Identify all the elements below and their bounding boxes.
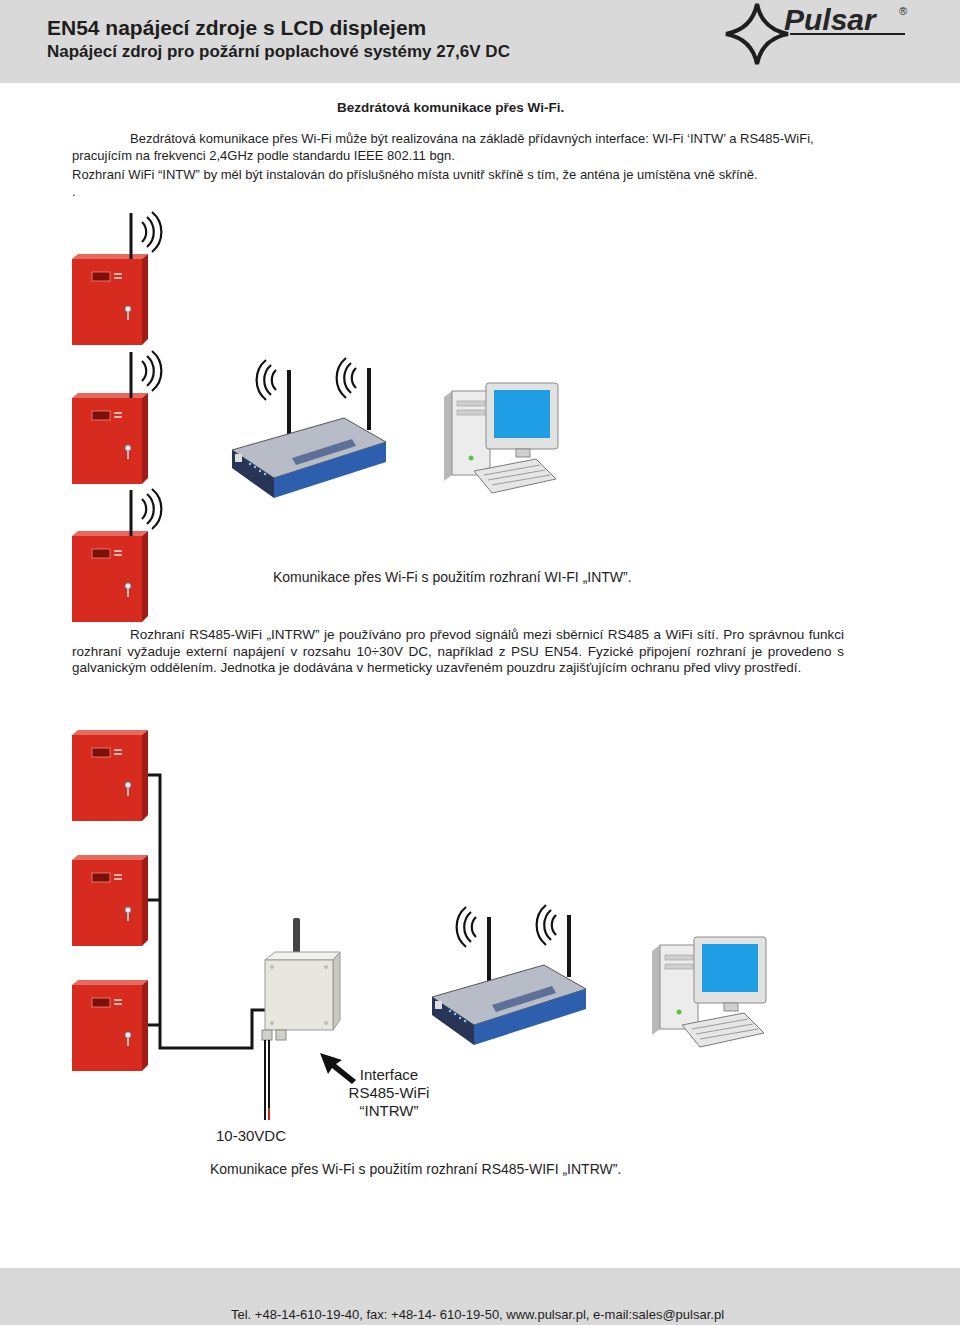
cabinet-antenna — [130, 490, 133, 536]
router-symbol — [432, 905, 586, 1045]
rs485-wire — [148, 899, 160, 902]
power-wire-red — [268, 1108, 270, 1120]
power-wire — [268, 1040, 270, 1108]
header-bar — [0, 0, 960, 83]
screw — [270, 1021, 274, 1025]
screw — [324, 965, 328, 969]
page-title: EN54 napájecí zdroje s LCD displejem — [47, 16, 426, 40]
intrw-cabinets — [72, 730, 148, 1071]
wifi-waves — [142, 489, 161, 529]
power-wire — [264, 1040, 266, 1120]
rs485-wire — [160, 1010, 265, 1048]
rs485-wire — [148, 775, 160, 1035]
footer-contact: Tel. +48-14-610-19-40, fax: +48-14- 610-… — [231, 1307, 724, 1323]
cabinet-symbol — [72, 730, 148, 821]
cabinet-symbol — [72, 531, 148, 622]
paragraph: Bezdrátová komunikace přes Wi-Fi může bý… — [72, 130, 847, 164]
paragraph: Rozhraní WiFi “INTW” by měl být instalov… — [72, 166, 847, 183]
router-symbol — [232, 358, 386, 498]
cabinet-symbol — [72, 980, 148, 1071]
registered-mark: ® — [899, 5, 907, 18]
cabinet-symbol — [72, 254, 148, 345]
rs485-wire — [148, 1024, 160, 1027]
subtitle: Napájecí zdroj pro požární poplachové sy… — [47, 42, 510, 62]
intrw-interface — [262, 918, 340, 1120]
voltage-label: 10-30VDC — [216, 1127, 286, 1145]
wifi-waves — [142, 351, 161, 391]
cabinet-antenna — [130, 213, 133, 259]
figure-caption: Komunikace přes Wi-Fi s použitím rozhran… — [210, 1161, 621, 1178]
screw — [270, 965, 274, 969]
computer-symbol — [444, 383, 558, 493]
screw — [324, 1021, 328, 1025]
callout-arrow — [320, 1053, 356, 1084]
logo-star — [726, 4, 788, 64]
wifi-waves — [142, 212, 161, 252]
cable-gland — [262, 1030, 272, 1040]
section-heading: Bezdrátová komunikace přes Wi-Fi. — [337, 100, 564, 116]
logo-text: Pulsar — [784, 2, 876, 38]
intw-cabinets — [72, 212, 161, 622]
cabinet-symbol — [72, 393, 148, 484]
interface-top — [265, 952, 340, 960]
footer-bar — [0, 1268, 960, 1325]
callout-label: Interface RS485-WiFi “INTRW” — [336, 1066, 442, 1120]
paragraph: Rozhraní RS485-WiFi „INTRW” je používáno… — [72, 627, 844, 677]
computer-symbol — [652, 937, 766, 1047]
cable-gland — [276, 1030, 286, 1040]
interface-side — [333, 952, 340, 1030]
rs485-wires — [148, 775, 265, 1048]
stray-dot: . — [72, 184, 76, 200]
cabinet-antenna — [130, 352, 133, 398]
figure-caption: Komunikace přes Wi-Fi s použitím rozhran… — [273, 569, 632, 586]
interface-box — [265, 960, 333, 1030]
cabinet-symbol — [72, 855, 148, 946]
